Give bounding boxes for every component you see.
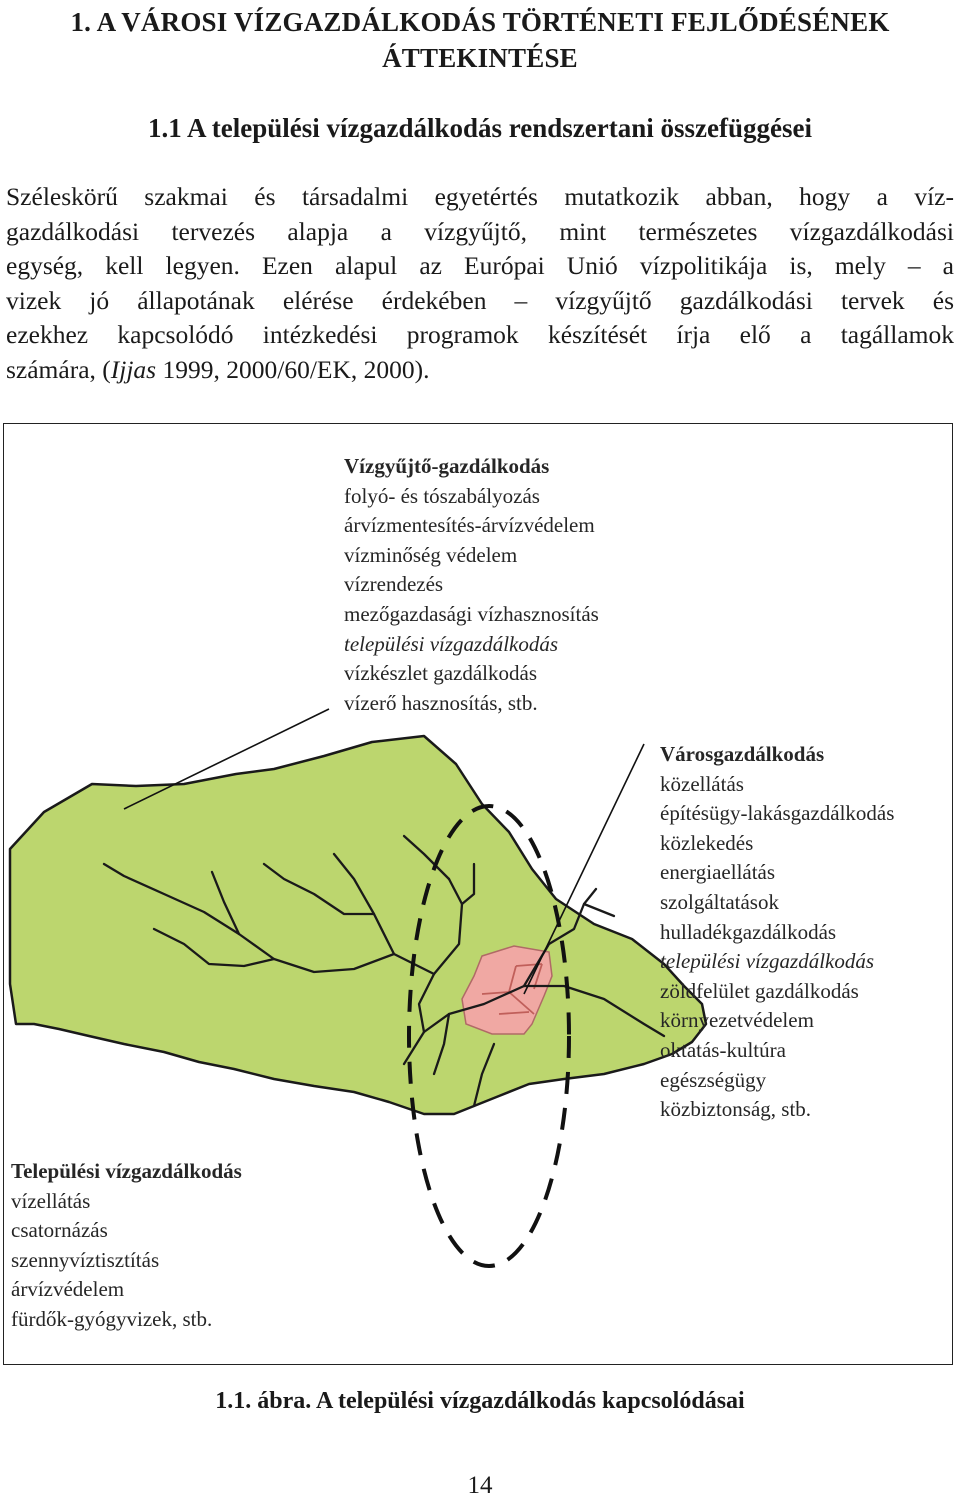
- city-pointer-line: [523, 743, 645, 995]
- watershed-heading: Vízgyűjtő-gazdálkodás: [344, 454, 550, 478]
- city-area: [461, 945, 553, 1035]
- chapter-title-line2: ÁTTEKINTÉSE: [382, 43, 578, 73]
- city-item: építésügy-lakásgazdálkodás: [660, 801, 895, 826]
- watershed-item: mezőgazdasági vízhasznosítás: [344, 601, 599, 626]
- city-item: oktatás-kultúra: [660, 1037, 786, 1062]
- figure-caption: 1.1. ábra. A települési vízgazdálkodás k…: [215, 1388, 745, 1414]
- city-item: környezetvédelem: [660, 1008, 814, 1033]
- watershed-item: vízkészlet gazdálkodás: [344, 661, 537, 686]
- settlement-item: vízellátás: [11, 1188, 91, 1213]
- settlement-item: fürdők-gyógyvizek, stb.: [11, 1306, 213, 1331]
- citation-author: Ijjas: [110, 354, 157, 384]
- river-network: [102, 834, 666, 1108]
- catchment-area: [8, 734, 708, 1116]
- city-item: egészségügy: [660, 1067, 767, 1092]
- paragraph-line: ezekhez kapcsolódó intézkedési programok…: [6, 320, 954, 349]
- city-item: szolgáltatások: [660, 889, 779, 914]
- citation-suffix: 1999, 2000/60/EK, 2000).: [156, 354, 430, 384]
- city-street-grid: [481, 963, 543, 1015]
- watershed-item: árvízmentesítés-árvízvédelem: [344, 513, 595, 538]
- body-paragraph: Széleskörű szakmai és társadalmi egyetér…: [6, 180, 954, 387]
- chapter-title: 1. A VÁROSI VÍZGAZDÁLKODÁS TÖRTÉNETI FEJ…: [0, 4, 960, 76]
- city-influence-ellipse: [407, 804, 571, 1268]
- section-title: 1.1 A települési vízgazdálkodás rendszer…: [148, 113, 812, 143]
- city-item: közellátás: [660, 771, 744, 796]
- city-item: közbiztonság, stb.: [660, 1097, 812, 1122]
- settlement-item: szennyvíztisztítás: [11, 1247, 160, 1272]
- city-item: zöldfelület gazdálkodás: [660, 978, 859, 1003]
- watershed-management-list: Vízgyűjtő-gazdálkodás folyó- és tószabál…: [344, 452, 599, 718]
- figure-frame: Vízgyűjtő-gazdálkodás folyó- és tószabál…: [3, 423, 953, 1365]
- city-heading: Városgazdálkodás: [660, 742, 825, 766]
- page-number: 14: [467, 1472, 493, 1499]
- watershed-item: folyó- és tószabályozás: [344, 483, 540, 508]
- settlement-item: árvízvédelem: [11, 1277, 125, 1302]
- paragraph-line: Széleskörű szakmai és társadalmi egyetér…: [6, 182, 954, 211]
- watershed-item: vízrendezés: [344, 572, 444, 597]
- city-item: energiaellátás: [660, 860, 776, 885]
- paragraph-line: vizek jó állapotának elérése érdekében –…: [6, 285, 954, 315]
- paragraph-line: egység, kell legyen. Ezen alapul az Euró…: [6, 251, 954, 280]
- watershed-item: települési vízgazdálkodás: [344, 631, 559, 656]
- watershed-item: vízerő hasznosítás, stb.: [344, 690, 538, 715]
- city-item: közlekedés: [660, 830, 754, 855]
- settlement-heading: Települési vízgazdálkodás: [11, 1159, 242, 1183]
- city-item: települési vízgazdálkodás: [660, 949, 875, 974]
- city-management-list: Városgazdálkodás közellátás építésügy-la…: [660, 740, 894, 1125]
- watershed-pointer-line: [123, 708, 330, 810]
- paragraph-line-citation: számára, (Ijjas 1999, 2000/60/EK, 2000).: [6, 353, 954, 388]
- settlement-water-list: Települési vízgazdálkodás vízellátás csa…: [11, 1157, 242, 1335]
- watershed-diagram: [8, 708, 708, 1268]
- city-item: hulladékgazdálkodás: [660, 919, 837, 944]
- citation-prefix: számára, (: [6, 354, 111, 384]
- chapter-title-line1: 1. A VÁROSI VÍZGAZDÁLKODÁS TÖRTÉNETI FEJ…: [70, 7, 890, 37]
- settlement-item: csatornázás: [11, 1218, 108, 1243]
- paragraph-line: gazdálkodási tervezés alapja a vízgyűjtő…: [6, 216, 954, 246]
- watershed-item: vízminőség védelem: [344, 542, 518, 567]
